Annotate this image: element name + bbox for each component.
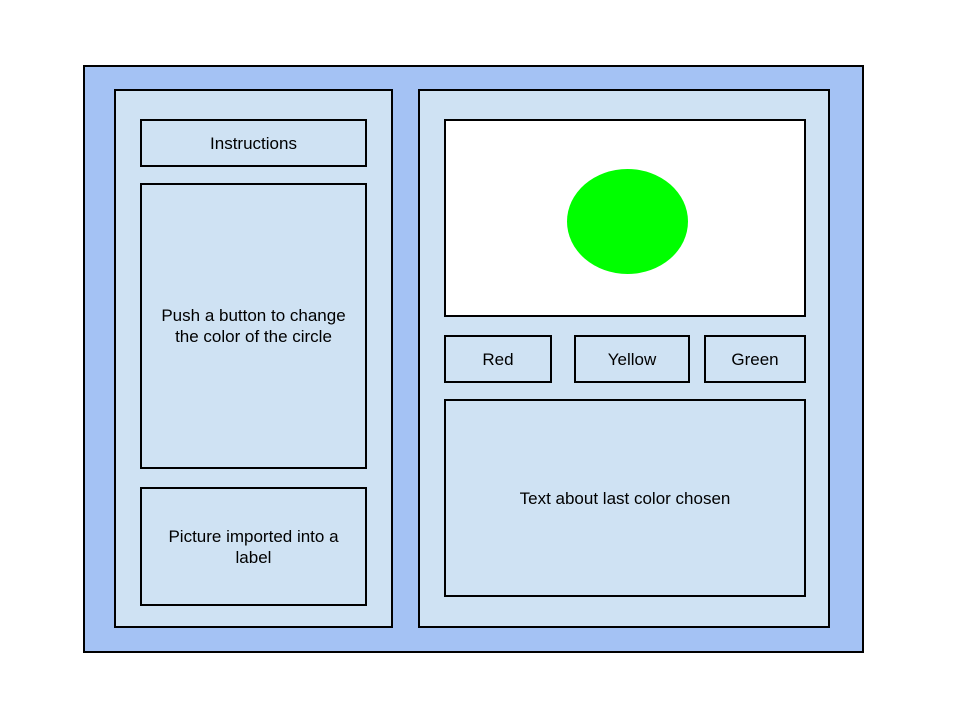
instructions-label: Instructions <box>140 119 367 167</box>
red-button[interactable]: Red <box>444 335 552 383</box>
picture-label: Picture imported into a label <box>140 487 367 606</box>
color-circle <box>567 169 688 274</box>
yellow-button[interactable]: Yellow <box>574 335 690 383</box>
instructions-text: Push a button to change the color of the… <box>140 183 367 469</box>
status-text: Text about last color chosen <box>444 399 806 597</box>
green-button[interactable]: Green <box>704 335 806 383</box>
